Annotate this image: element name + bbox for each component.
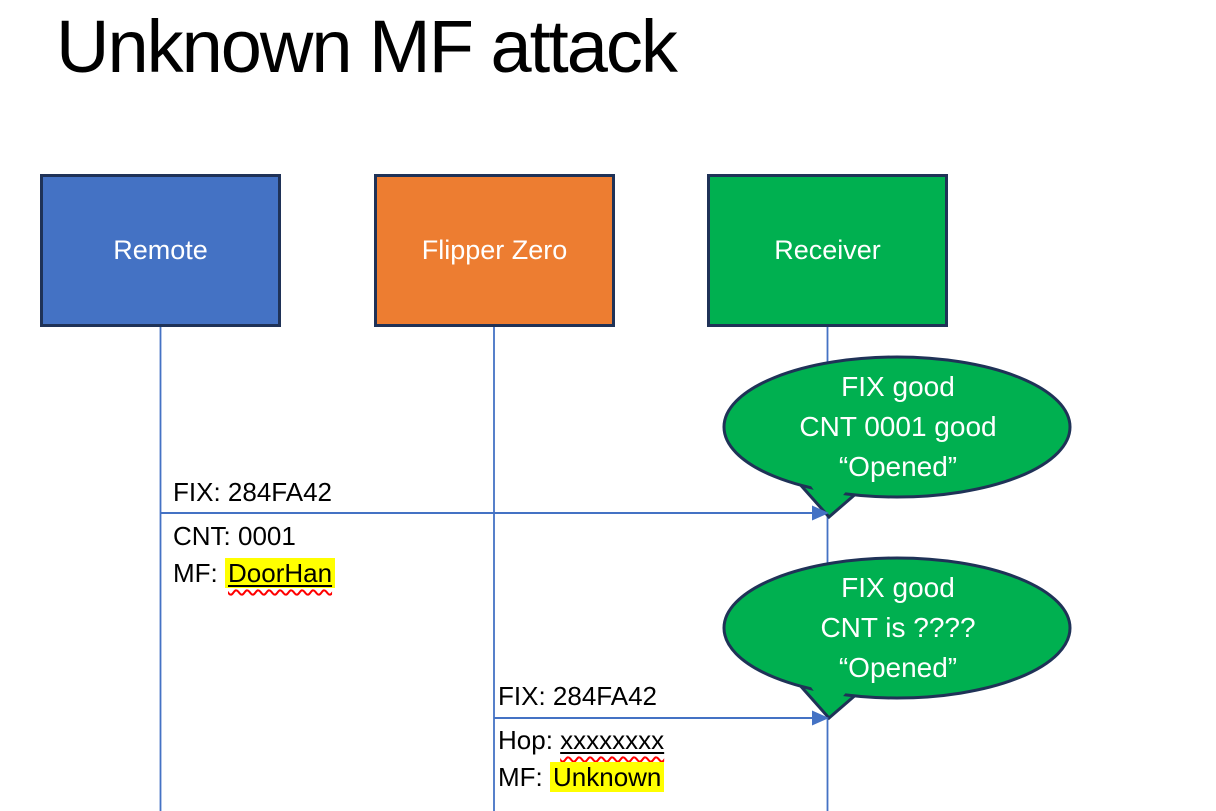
actor-box-remote: Remote bbox=[40, 174, 281, 327]
message-1-fix: FIX: 284FA42 bbox=[173, 477, 332, 507]
bubble-2-line-3: “Opened” bbox=[838, 652, 958, 683]
message-2-label-above: FIX: 284FA42 bbox=[498, 681, 657, 711]
actor-box-receiver: Receiver bbox=[707, 174, 948, 327]
message-1-cnt: CNT: 0001 bbox=[173, 518, 335, 555]
speech-bubble-1-body bbox=[722, 355, 1072, 499]
speech-bubble-receiver-1 bbox=[722, 355, 1072, 520]
message-1-mf: MF: DoorHan bbox=[173, 555, 336, 592]
message-2-mf-value: Unknown bbox=[550, 762, 665, 792]
speech-bubble-1-joint bbox=[802, 473, 859, 512]
speech-bubble-1-text: FIX good CNT 0001 good “Opened” bbox=[737, 367, 1059, 487]
message-1-label-above: FIX: 284FA42 bbox=[173, 477, 332, 507]
message-1-mf-prefix: MF: bbox=[173, 558, 225, 588]
bubble-2-line-1: FIX good bbox=[841, 572, 955, 603]
bubble-1-line-2: CNT 0001 good bbox=[799, 411, 997, 442]
speech-bubble-2-text: FIX good CNT is ???? “Opened” bbox=[737, 568, 1059, 688]
actor-label-remote: Remote bbox=[113, 235, 208, 265]
message-1-mf-value: DoorHan bbox=[228, 558, 333, 588]
arrowhead-icon-message-2 bbox=[812, 710, 829, 726]
message-1-mf-highlight: DoorHan bbox=[225, 558, 336, 588]
speech-bubble-2-joint bbox=[802, 674, 859, 713]
bubble-2-line-2: CNT is ???? bbox=[820, 612, 976, 643]
message-2-hop-prefix: Hop: bbox=[498, 725, 561, 755]
actor-label-flipper-zero: Flipper Zero bbox=[421, 235, 568, 265]
message-2-mf-prefix: MF: bbox=[498, 762, 550, 792]
bubble-1-line-3: “Opened” bbox=[838, 451, 958, 482]
message-2-hop-value: xxxxxxxx bbox=[560, 725, 665, 755]
message-2-fix: FIX: 284FA42 bbox=[498, 681, 657, 711]
message-2-mf: MF: Unknown bbox=[498, 759, 665, 796]
message-1-cnt-text: CNT: 0001 bbox=[173, 521, 296, 551]
arrowhead-icon-message-1 bbox=[812, 505, 829, 521]
message-1-label-below: CNT: 0001 MF: DoorHan bbox=[173, 518, 336, 592]
message-2-hop: Hop: xxxxxxxx bbox=[498, 722, 664, 759]
speech-bubble-receiver-2 bbox=[722, 556, 1072, 721]
actor-box-flipper-zero: Flipper Zero bbox=[374, 174, 615, 327]
speech-bubble-2-body bbox=[722, 556, 1072, 700]
actor-label-receiver: Receiver bbox=[774, 235, 881, 265]
message-1-mf-squiggle: DoorHan bbox=[228, 558, 332, 588]
message-2-label-below: Hop: xxxxxxxx MF: Unknown bbox=[498, 722, 665, 796]
message-2-hop-squiggle: xxxxxxxx bbox=[560, 725, 664, 755]
bubble-1-line-1: FIX good bbox=[841, 371, 955, 402]
slide-title: Unknown MF attack bbox=[56, 5, 678, 88]
